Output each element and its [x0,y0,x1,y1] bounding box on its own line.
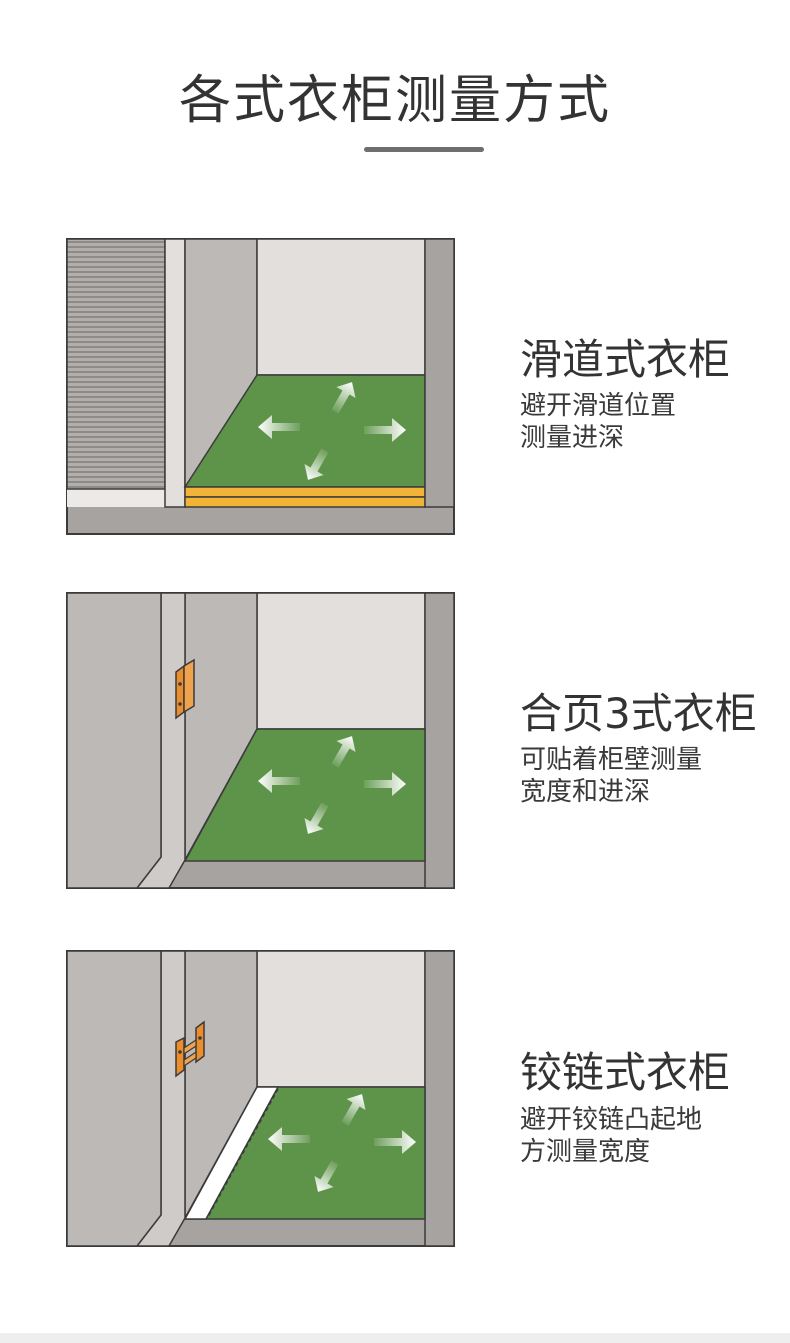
arrow-right-icon [374,1130,416,1154]
open-door [66,592,162,889]
open-door [66,950,162,1247]
arrow-down-icon [314,1160,339,1192]
slide-rail-bottom [184,496,426,508]
right-panel [424,238,455,508]
right-panel [424,592,455,889]
back-wall [256,950,426,1088]
arrow-down-icon [304,802,329,834]
arrow-right-icon [364,772,406,796]
sliding-wardrobe-illustration [66,238,455,535]
arrow-left-icon [258,769,300,793]
arrow-left-icon [268,1127,310,1151]
arrow-up-icon [331,382,356,414]
door-track-gap [164,238,186,508]
section-title-sliding: 滑道式衣柜 [520,335,731,384]
arrow-up-icon [331,736,356,768]
hinge-clearance-strip [183,1086,280,1220]
section-desc-cabinet-hinge-line1: 避开铰链凸起地 [520,1105,703,1135]
cabinet-hinge-wardrobe-illustration [66,950,455,1247]
cabinet-hinge-icon [175,1020,205,1078]
bottom-band [0,1333,790,1343]
back-wall [256,238,426,376]
sliding-door [66,238,166,490]
right-panel [424,950,455,1247]
page-title: 各式衣柜测量方式 [178,71,611,131]
arrow-up-icon [341,1094,366,1126]
floor [183,728,426,862]
section-desc-hinge-line1: 可贴着柜壁测量 [520,745,703,775]
arrow-right-icon [364,418,406,442]
arrow-left-icon [258,415,300,439]
hinge-wardrobe-illustration [66,592,455,889]
title-underline [364,147,484,152]
hinge-icon [175,658,195,720]
section-title-cabinet-hinge: 铰链式衣柜 [520,1048,731,1097]
back-wall [256,592,426,730]
section-desc-sliding-line2: 测量进深 [520,423,625,453]
slide-rail-top [184,486,426,498]
clearance-dashed-line [207,1088,279,1218]
section-desc-hinge-line2: 宽度和进深 [520,777,651,807]
arrow-down-icon [304,448,329,480]
section-title-hinge: 合页3式衣柜 [520,689,757,738]
section-desc-sliding-line1: 避开滑道位置 [520,391,677,421]
section-desc-cabinet-hinge-line2: 方测量宽度 [520,1137,651,1167]
